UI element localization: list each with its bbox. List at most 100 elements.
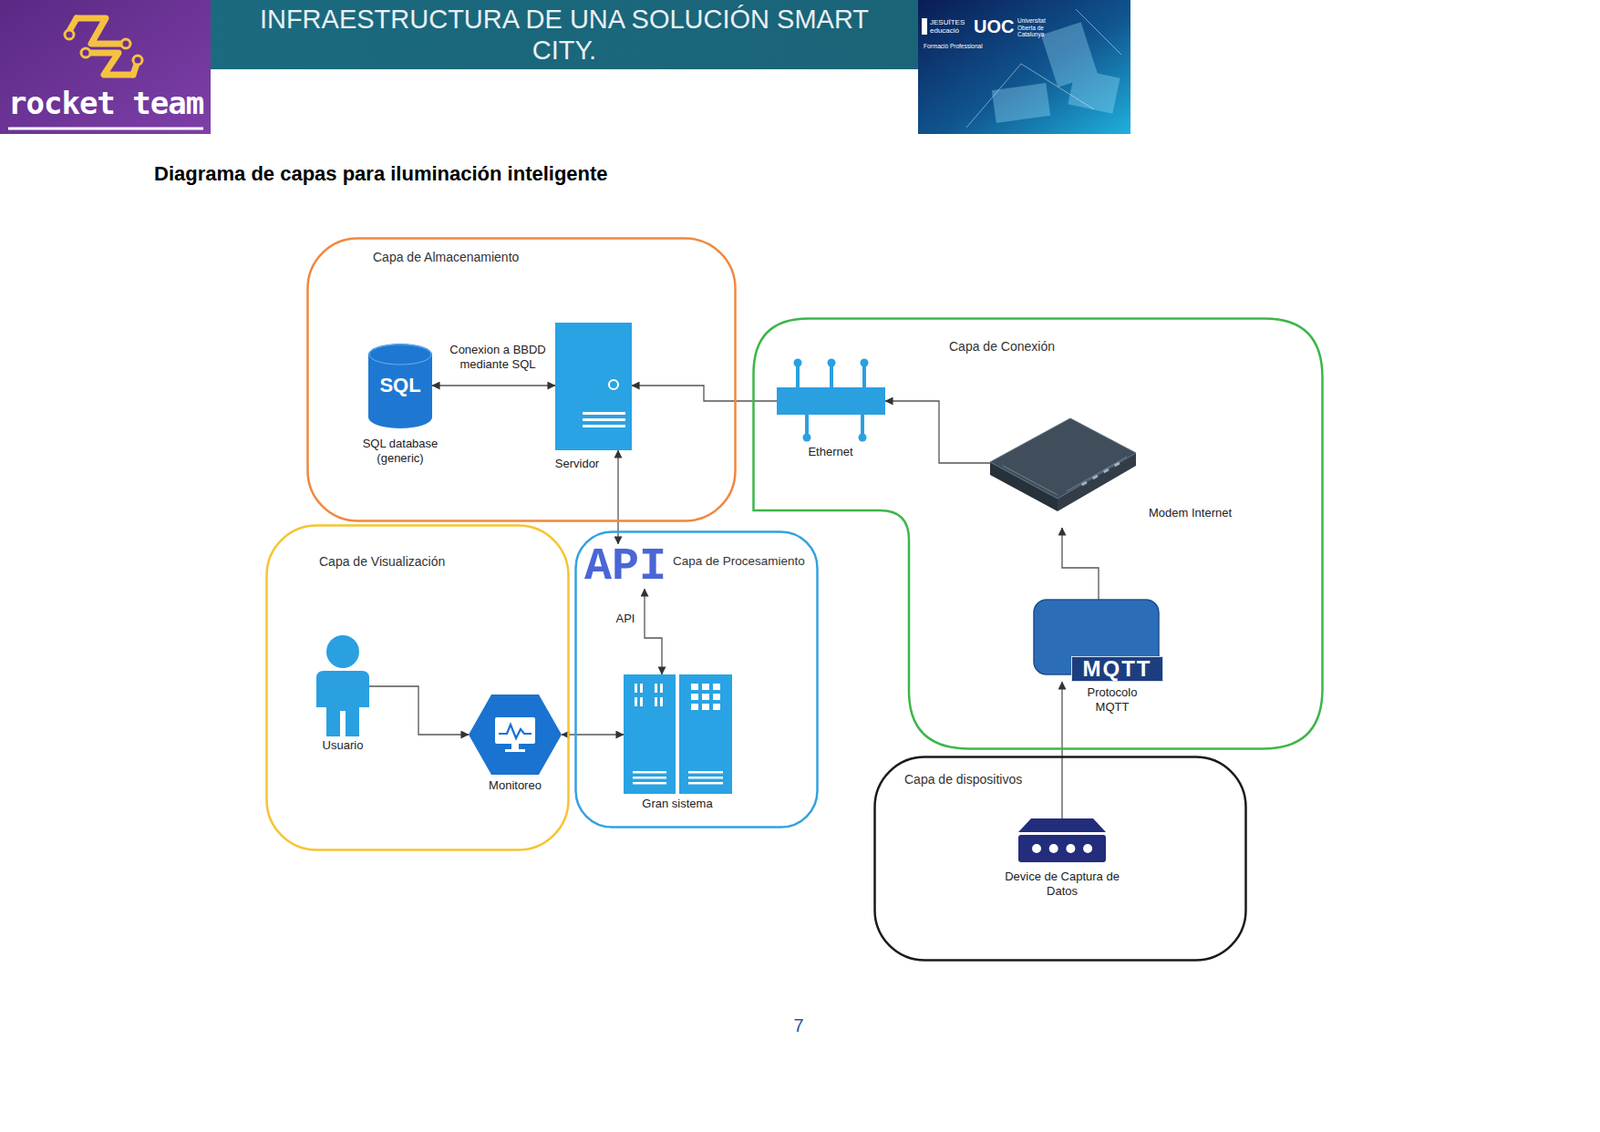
- node-label: Monitoreo: [469, 778, 561, 794]
- layer-heading: Capa de Almacenamiento: [372, 249, 519, 266]
- photo-lines: [966, 9, 1122, 128]
- edge-label: Conexion a BBDD mediante SQL: [441, 342, 556, 372]
- shape-part: [1081, 481, 1088, 487]
- layer-outline: [875, 757, 1247, 961]
- shape-part: [498, 724, 532, 739]
- connector: [1061, 681, 1063, 819]
- node-shape: [752, 317, 1324, 751]
- switch-node: Ethernet: [776, 359, 886, 442]
- shape-part: [701, 703, 710, 711]
- logo-text: educació: [929, 26, 960, 35]
- shape-part: [805, 414, 809, 437]
- node-shape: [776, 359, 886, 442]
- database-top: [369, 344, 432, 365]
- shape-part: [582, 412, 626, 415]
- connector: [617, 450, 619, 545]
- layer-outline: [308, 238, 736, 522]
- layer-box: Capa de VisualizaciónUsuarioMonitoreo: [265, 524, 570, 852]
- shape-part: [634, 697, 638, 707]
- shape-part: [1065, 844, 1075, 854]
- shape-part: [1092, 474, 1099, 481]
- node-shape: [265, 524, 570, 852]
- logo-dots: [64, 30, 143, 65]
- shape-part: [609, 380, 619, 390]
- diagram-title: Diagrama de capas para iluminación intel…: [154, 162, 609, 186]
- shape-part: [1114, 462, 1121, 468]
- modem-node: Modem Internet: [990, 418, 1136, 528]
- logo-text: UOC: [973, 15, 1014, 38]
- shape-part: [862, 363, 867, 388]
- connector: [432, 384, 556, 386]
- shape-part: [505, 749, 526, 753]
- shape-part: [691, 683, 699, 691]
- monitor-node: Monitoreo: [468, 694, 562, 775]
- connector: [1062, 527, 1099, 600]
- logo-text: Universitat Oberta de Catalunya: [1017, 17, 1058, 39]
- logo-underline: [8, 127, 204, 131]
- header-photo: [918, 0, 1131, 135]
- shape-part: [860, 414, 865, 437]
- logo-symbol: [69, 18, 137, 75]
- layer-heading: Capa de Visualización: [319, 554, 445, 570]
- shape-part: [632, 782, 667, 785]
- banner-title: INFRAESTRUCTURA DE UNA SOLUCIÓN SMART CI…: [245, 3, 884, 66]
- protocol-node: MQTTProtocolo MQTT: [1033, 599, 1159, 682]
- shape-part: [511, 743, 519, 750]
- node-shape: [468, 694, 562, 775]
- layer-box: Capa de AlmacenamientoSQL SQL database (g…: [306, 237, 737, 523]
- shape-part: [1049, 844, 1059, 854]
- device-node: Device de Captura de Datos: [1018, 818, 1106, 863]
- rack-icon: [679, 674, 733, 795]
- shape-part: [701, 683, 710, 691]
- layer-outline: [576, 532, 818, 828]
- node-label: Usuario: [306, 738, 380, 754]
- api-logo-text: API: [584, 544, 667, 589]
- shape-part: [634, 683, 638, 693]
- shape-part: [688, 776, 723, 780]
- shape-part: [632, 771, 667, 775]
- edge-label: API: [614, 611, 638, 627]
- logo-text: rocket team: [8, 84, 204, 122]
- shape-part: [316, 670, 370, 737]
- user-node: Usuario: [314, 634, 370, 737]
- server-node: Servidor: [555, 322, 632, 451]
- shape-part: [1066, 456, 1127, 492]
- jesuites-mark: [921, 18, 928, 35]
- connector: [631, 385, 777, 402]
- shape-part: [860, 359, 869, 368]
- photo-shapes: [991, 21, 1121, 124]
- connector: [561, 733, 624, 735]
- node-label: Device de Captura de Datos: [993, 869, 1131, 899]
- logo-panel: [0, 0, 211, 135]
- server-icon: [555, 322, 632, 451]
- shape-part: [795, 363, 800, 388]
- shape-part: [712, 703, 721, 711]
- api-logo: API: [584, 544, 670, 589]
- database-icon: [368, 343, 433, 429]
- shape-part: [640, 683, 643, 693]
- logo-text: JESUÏTES: [929, 18, 965, 27]
- node-shape: [990, 418, 1136, 528]
- shape-part: [660, 697, 663, 707]
- shape-part: [1018, 835, 1106, 863]
- layer-heading: Capa de dispositivos: [904, 772, 1022, 788]
- connector: [644, 588, 662, 675]
- shape-part: [691, 703, 699, 711]
- layer-box: Capa de dispositivosDevice de Captura de…: [873, 755, 1248, 962]
- node-label: SQL database (generic): [354, 436, 446, 465]
- page-number: 7: [784, 1014, 813, 1037]
- shape-part: [1002, 465, 1058, 496]
- node-label: Servidor: [549, 456, 605, 472]
- node-label: Gran sistema: [622, 796, 733, 812]
- layer-region: Capa de ConexiónEthernetModem InternetMQ…: [752, 317, 1324, 751]
- icon-text: SQL: [368, 373, 433, 398]
- shape-part: [660, 683, 663, 693]
- monitor-hexagon: [468, 694, 562, 775]
- shape-part: [1083, 844, 1093, 854]
- shape-part: [654, 697, 658, 707]
- shape-part: [640, 697, 643, 707]
- shape-part: [688, 782, 723, 785]
- shape-part: [712, 693, 721, 701]
- user-icon: [326, 635, 360, 669]
